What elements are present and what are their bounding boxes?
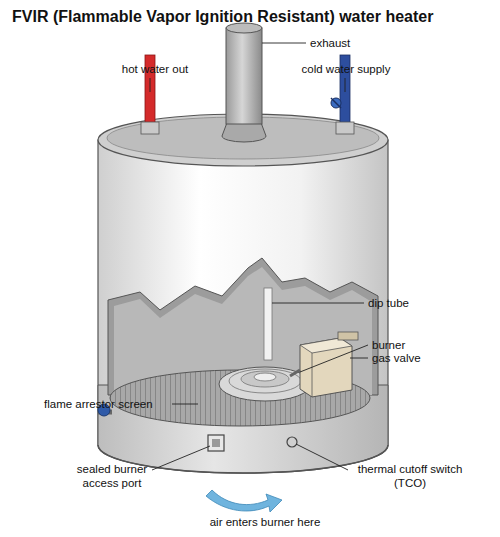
tco-switch xyxy=(287,437,297,447)
tank-body xyxy=(98,140,388,473)
air-arrow xyxy=(206,490,282,512)
diagram-title: FVIR (Flammable Vapor Ignition Resistant… xyxy=(12,8,433,26)
part-label: sealed burner access port xyxy=(70,462,154,490)
gas-valve xyxy=(300,338,352,397)
burner xyxy=(219,367,311,401)
part-label: hot water out xyxy=(100,62,210,76)
supply-valve xyxy=(331,98,341,108)
part-label: flame arrestor screen xyxy=(44,397,172,411)
part-label: gas valve xyxy=(372,351,452,365)
exhaust-flue xyxy=(226,28,262,124)
part-label: dip tube xyxy=(368,296,448,310)
leader-lines xyxy=(150,43,368,470)
access-port xyxy=(208,435,224,451)
part-label: thermal cutoff switch (TCO) xyxy=(352,462,468,490)
part-label: cold water supply xyxy=(290,62,402,76)
part-label: exhaust xyxy=(310,36,390,50)
dip-tube xyxy=(264,288,272,360)
part-label: burner xyxy=(372,338,452,352)
part-label: air enters burner here xyxy=(190,515,340,529)
